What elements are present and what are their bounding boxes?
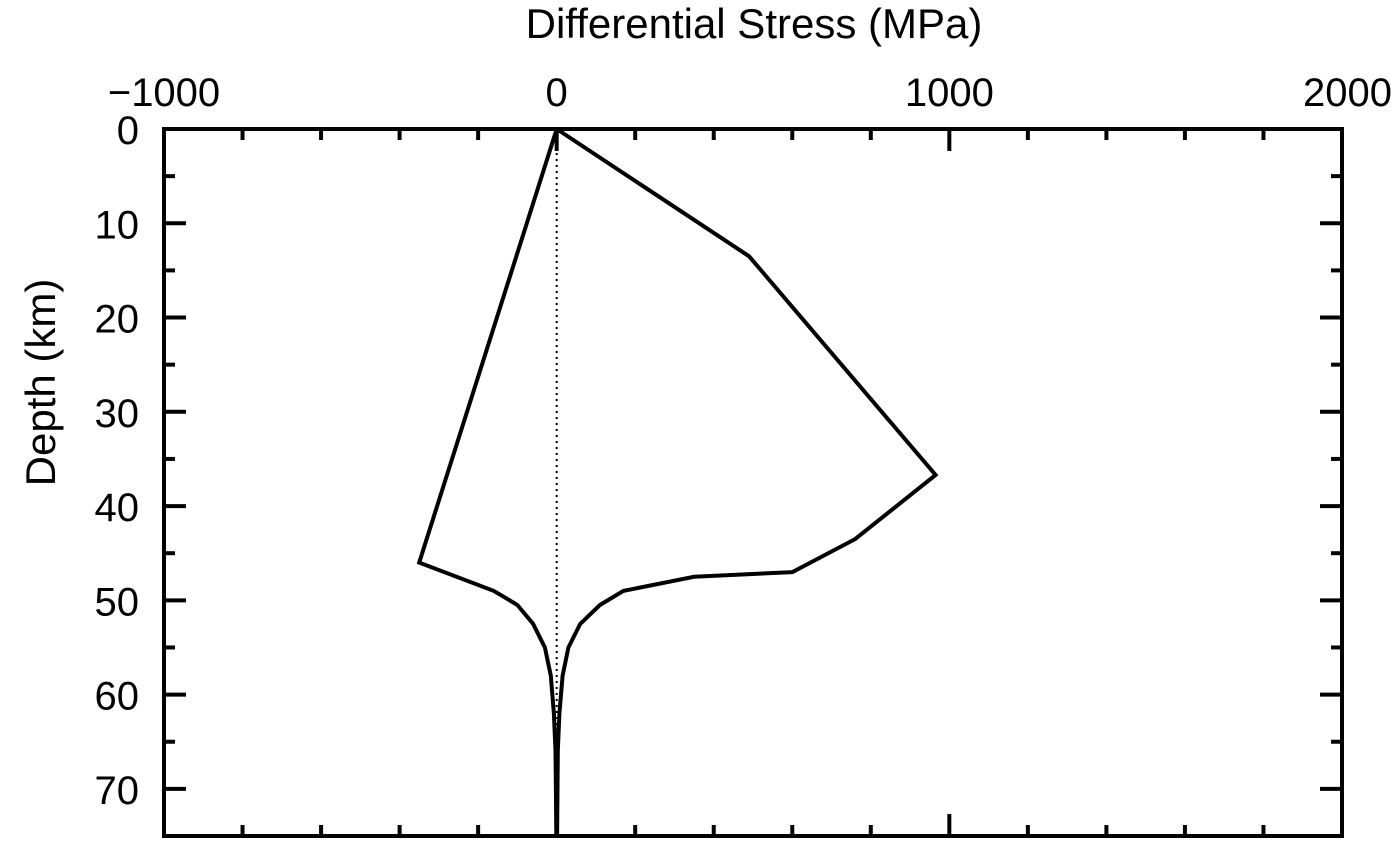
y-tick-label: 70	[95, 769, 140, 813]
series-line-compression-envelope	[555, 127, 939, 837]
x-axis-title: Differential Stress (MPa)	[526, 0, 983, 47]
y-tick-label: 30	[95, 392, 140, 436]
series-line-extension-envelope	[416, 128, 559, 837]
plot-frame	[162, 127, 1344, 838]
x-tick-label: 2000	[1303, 71, 1392, 115]
y-tick-label: 0	[117, 109, 139, 153]
y-tick-label: 60	[95, 675, 140, 719]
y-axis-title: Depth (km)	[17, 279, 64, 487]
axis-ticks	[162, 127, 1344, 838]
y-tick-label: 40	[95, 486, 140, 530]
y-tick-label: 10	[95, 203, 140, 247]
y-tick-label: 20	[95, 298, 140, 342]
x-tick-label: 1000	[905, 71, 994, 115]
x-tick-label: −1000	[108, 71, 220, 115]
x-tick-label: 0	[546, 71, 568, 115]
plot-area	[162, 127, 1344, 838]
y-tick-label: 50	[95, 580, 140, 624]
